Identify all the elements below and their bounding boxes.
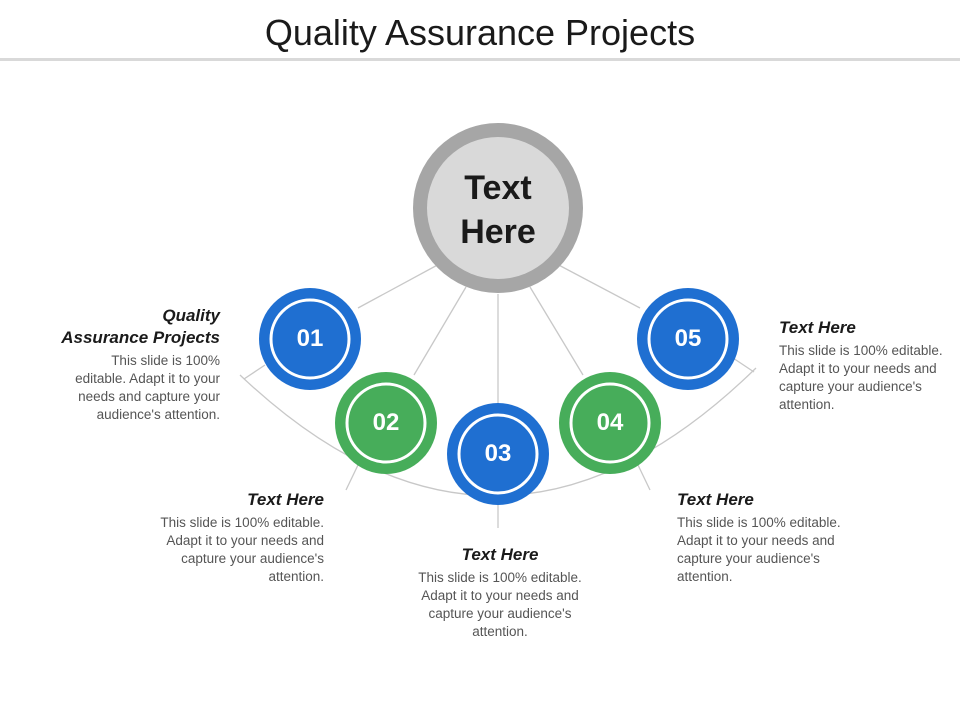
text-block-05-body: This slide is 100% editable. Adapt it to… [779,343,943,412]
text-block-03: Text Here This slide is 100% editable. A… [418,544,582,641]
tick-05 [732,357,755,373]
text-block-02-body: This slide is 100% editable. Adapt it to… [160,515,324,584]
node-circle-03 [447,403,549,505]
text-block-05: Text Here This slide is 100% editable. A… [779,317,943,414]
title-divider [0,58,960,61]
text-block-02: Text Here This slide is 100% editable. A… [160,489,324,586]
node-number-01: 01 [296,325,324,352]
node-circle-02 [335,372,437,474]
text-block-03-body: This slide is 100% editable. Adapt it to… [418,570,582,639]
connector-04 [529,286,584,376]
slide-title: Quality Assurance Projects [264,12,696,53]
node-number-04: 04 [596,409,624,436]
connector-02 [413,286,467,376]
text-block-01-body: This slide is 100% editable. Adapt it to… [75,353,220,422]
tick-01 [243,364,266,380]
hub-core [427,137,569,279]
text-block-04-heading: Text Here [677,490,754,509]
tick-04 [637,464,651,491]
node-number-02: 02 [372,409,400,436]
tick-02 [345,464,359,491]
text-block-03-heading: Text Here [461,545,539,564]
node-circle-04 [559,372,661,474]
node-number-05: 05 [674,325,702,352]
connector-01 [357,261,444,309]
connector-05 [552,261,641,309]
text-block-04: Text Here This slide is 100% editable. A… [677,489,841,586]
text-block-01-heading-line1: Quality [162,306,220,325]
hub-label: Text Here [428,166,568,254]
node-number-03: 03 [484,440,512,467]
text-block-05-heading: Text Here [779,318,856,337]
hub-label-line2: Here [460,213,536,251]
text-block-01-heading-line2: Assurance Projects [61,328,220,347]
text-block-02-heading: Text Here [247,490,324,509]
text-block-01: Quality Assurance Projects This slide is… [30,305,220,424]
node-circle-05 [637,288,739,390]
text-block-04-body: This slide is 100% editable. Adapt it to… [677,515,841,584]
text-block-01-heading: Quality Assurance Projects [30,305,220,349]
hub-label-line1: Text [464,169,532,207]
node-circle-01 [259,288,361,390]
